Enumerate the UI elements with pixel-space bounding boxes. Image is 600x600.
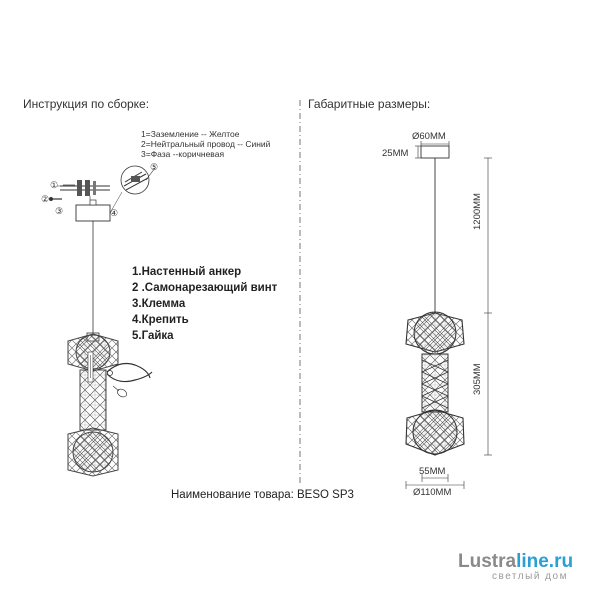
parts-item-terminal: 3.Клемма [132,298,186,310]
parts-item-mount: 4.Крепить [132,314,189,326]
wiring-legend-ground: 1=Заземление -- Желтое [141,129,240,139]
callout-3: ③ [55,206,64,216]
dim-middle-width: 55ММ [419,466,446,477]
dim-ring-diameter: Ø110ММ [413,487,452,498]
site-logo[interactable]: Lustraline.ru светлый дом [458,551,573,582]
callout-4: ④ [110,208,119,218]
dim-body-height: 305ММ [472,363,483,395]
dimensions-heading: Габаритные размеры: [308,97,431,111]
canopy [75,204,111,222]
pliers-icon [106,362,153,383]
logo-tagline: светлый дом [492,571,568,582]
canopy-side-view [420,145,450,159]
logo-part-2: line.ru [516,551,574,572]
wiring-legend-phase: 3=Фаза --коричневая [141,149,225,159]
callout-2: ② [41,194,50,204]
parts-item-wall-anchor: 1.Настенный анкер [132,266,242,278]
dim-canopy-diameter: Ø60ММ [412,131,446,142]
fixture-assembly [67,332,119,477]
dimension-drawing [405,141,492,489]
assembly-drawing [49,165,156,477]
wiring-legend-neutral: 2=Нейтральный провод -- Синий [141,139,271,149]
fixture-side-view [405,311,465,456]
parts-list: 1.Настенный анкер 2 .Самонарезающий винт… [132,264,277,344]
parts-item-nut: 5.Гайка [132,330,174,342]
terminal-detail [120,165,156,195]
logo-part-1: Lustra [458,551,517,572]
dim-cable-length: 1200ММ [472,193,483,230]
callout-1: ① [50,180,59,190]
dim-canopy-height: 25ММ [382,148,409,159]
wiring-legend: 1=Заземление -- Желтое 2=Нейтральный про… [141,129,270,159]
mounting-bracket [60,180,110,196]
bulb-icon [112,385,128,398]
product-name: Наименование товара: BESO SP3 [171,489,354,501]
callout-5: ⑤ [150,162,159,172]
assembly-heading: Инструкция по сборке: [23,97,150,111]
parts-item-self-tapping-screw: 2 .Самонарезающий винт [132,282,278,294]
screw-icon [49,197,62,201]
